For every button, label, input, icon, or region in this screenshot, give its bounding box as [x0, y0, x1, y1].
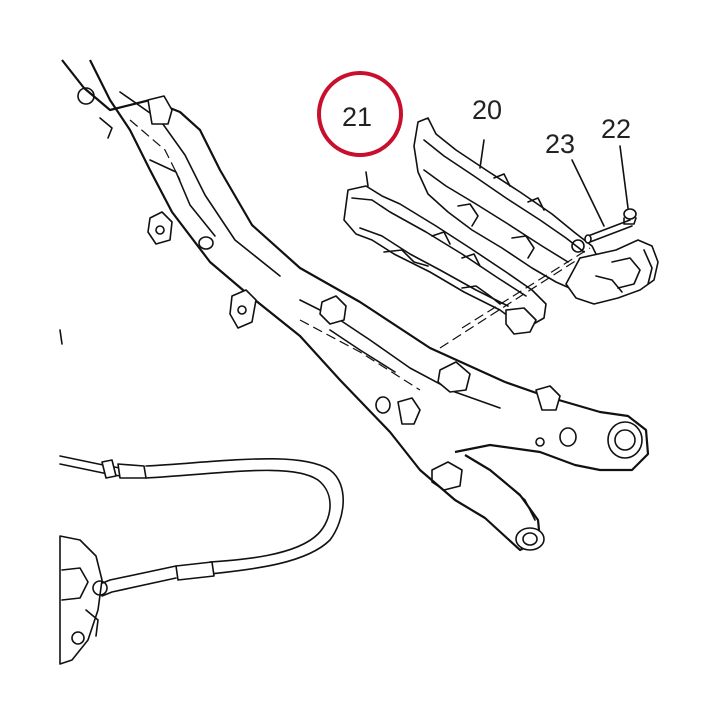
callout-22-label: 22 — [601, 114, 631, 144]
part-20-bracket — [413, 117, 659, 305]
callout-20-label: 20 — [472, 95, 502, 125]
callout-23: 23 — [545, 129, 575, 159]
callout-23-label: 23 — [545, 129, 575, 159]
callout-20: 20 — [472, 95, 502, 125]
callout-22: 22 — [601, 114, 631, 144]
part-22-nut — [619, 145, 637, 225]
part-21-bracket — [343, 171, 547, 335]
callout-21-highlight-ring — [317, 71, 403, 157]
callout-21-label: 21 — [342, 102, 372, 132]
part-23-bolt — [571, 159, 633, 244]
frame-swingarm — [61, 59, 650, 552]
assembly-leader-lines — [439, 247, 591, 349]
callout-21: 21 — [317, 71, 403, 157]
brake-hose — [59, 329, 344, 665]
